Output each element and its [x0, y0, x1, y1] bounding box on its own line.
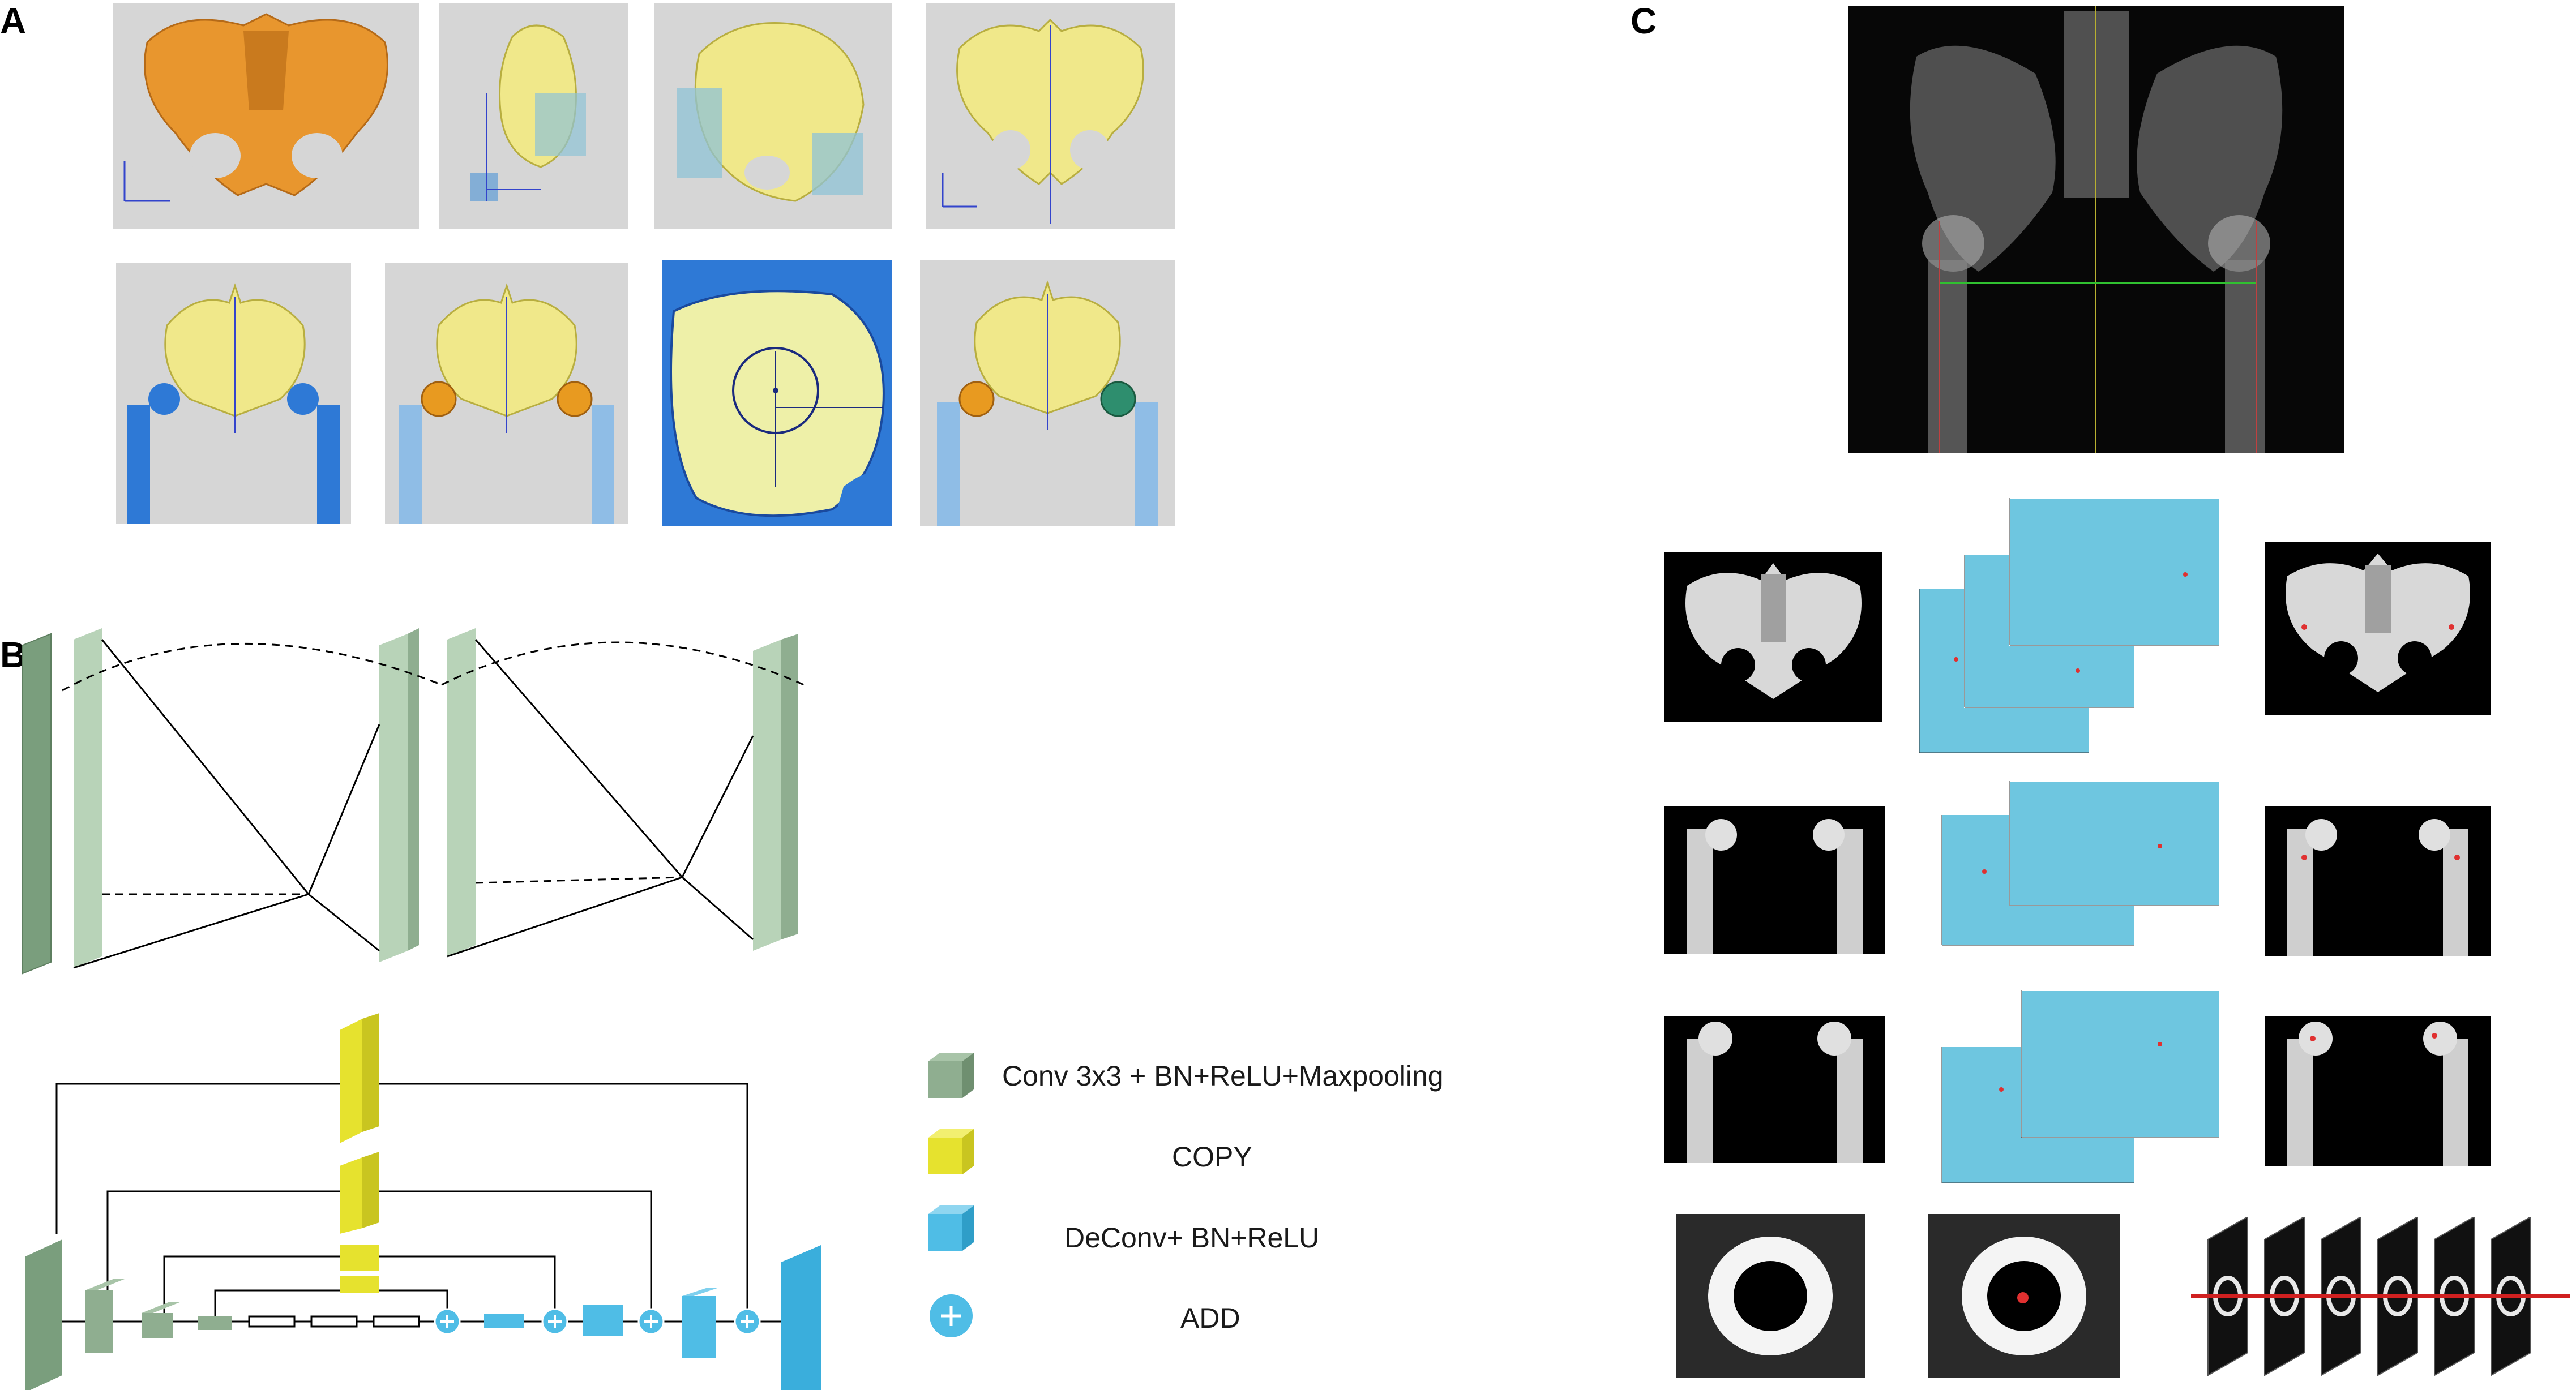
- femur-render-output-2: [2265, 1016, 2491, 1166]
- pelvis-model-oblique-plane: [654, 3, 892, 229]
- legend-copy-label: COPY: [1172, 1141, 1252, 1173]
- pelvis-model-orange: [113, 3, 419, 229]
- ct-slice-input: [1676, 1214, 1865, 1378]
- unet-skip-connections: [55, 1083, 748, 1319]
- pelvis-render-output: [2265, 542, 2491, 715]
- femur-render-input-1: [1664, 806, 1885, 954]
- pelvis-femur-with-spheres: [385, 263, 628, 524]
- panel-label-a: A: [0, 1, 27, 41]
- unet-copy-blocks: [340, 1013, 379, 1293]
- ct-slice-stack: [2191, 1217, 2570, 1376]
- unet-conv-blocks: [25, 1239, 420, 1390]
- femur-render-output-1: [2265, 806, 2491, 956]
- pelvis-xray-projection: [1848, 6, 2344, 453]
- unet-deconv-blocks: [484, 1245, 821, 1390]
- landmark-plots-row2: [1941, 781, 2220, 946]
- acetabulum-closeup-circle: [662, 260, 892, 526]
- top-conv-layers: [22, 628, 798, 975]
- legend-conv-label: Conv 3x3 + BN+ReLU+Maxpooling: [1002, 1060, 1444, 1092]
- ct-slice-output: [1928, 1214, 2120, 1378]
- pelvis-femur-model: [116, 263, 351, 524]
- landmark-plots-row3: [1941, 990, 2220, 1183]
- legend-add-label: ADD: [1180, 1302, 1240, 1334]
- circle-plus-icon: [928, 1293, 974, 1338]
- landmark-plots-row1: [1919, 498, 2220, 753]
- femur-render-input-2: [1664, 1016, 1885, 1163]
- legend-deconv-swatch: [928, 1205, 974, 1251]
- pelvis-model-midline: [926, 3, 1175, 229]
- pelvis-render-input: [1664, 552, 1882, 722]
- legend-copy-swatch: [928, 1129, 974, 1174]
- pelvis-femur-sphere-fit: [920, 260, 1175, 526]
- legend-deconv-label: DeConv+ BN+ReLU: [1064, 1222, 1320, 1254]
- panel-label-b: B: [0, 634, 27, 675]
- legend-conv-swatch: [928, 1053, 974, 1098]
- panel-label-c: C: [1631, 1, 1657, 41]
- cnn-architecture-diagram: [22, 628, 821, 1390]
- pelvis-model-side-plane: [439, 3, 628, 229]
